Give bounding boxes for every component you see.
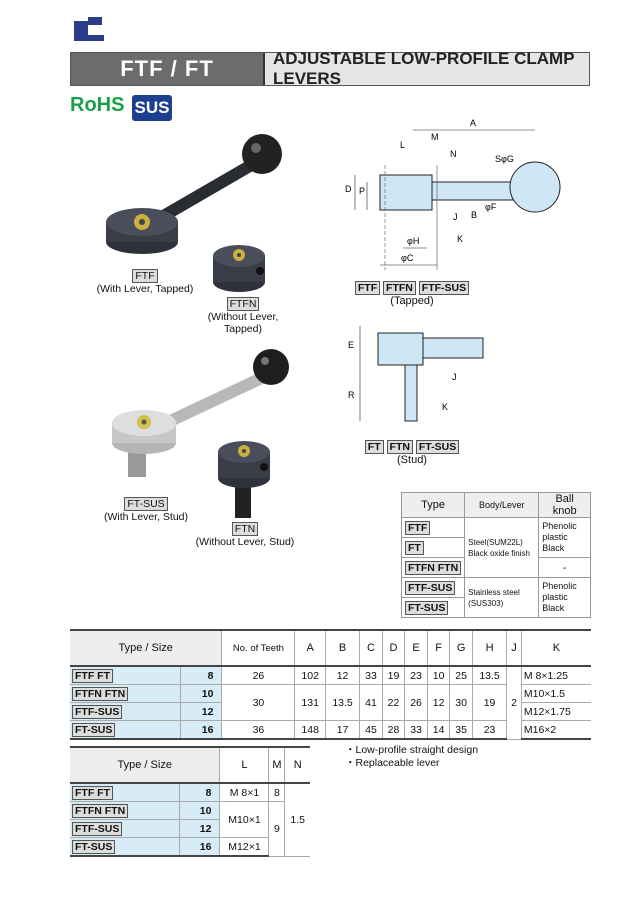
ftf-caption: FTF (With Lever, Tapped): [96, 269, 194, 295]
lmn-table: Type / Size L M N FTF FT 8 M 8×1 8 1.5 F…: [70, 746, 310, 857]
stud-dim-R: R: [348, 390, 355, 400]
dim-label-L: L: [400, 140, 405, 150]
dim-label-M: M: [431, 132, 439, 142]
material-table: Type Body/Lever Ball knob FTF Steel(SUM2…: [400, 492, 591, 618]
stud-caption: FT FTN FT-SUS (Stud): [352, 440, 472, 466]
dim-label-N: N: [450, 149, 457, 159]
table-row: FTFN FTN 10 M10×1 9: [70, 801, 310, 857]
stud-dim-J: J: [452, 372, 457, 382]
ftn-product-image: [218, 441, 270, 518]
dim-label-P: P: [359, 186, 365, 196]
note-item: ・Replaceable lever: [345, 757, 440, 769]
feature-notes: ・Low-profile straight design ・Replaceabl…: [345, 744, 478, 770]
ftfn-product-image: [213, 245, 265, 292]
ftfn-caption: FTFN (Without Lever, Tapped): [207, 297, 279, 335]
dim-label-D: D: [345, 184, 352, 194]
table-row: FTF-SUS 12 M12×1.75: [70, 702, 591, 721]
dim-label-K: K: [457, 234, 463, 244]
table-row: FTF FT 8 M 8×1 8 1.5: [70, 783, 310, 857]
note-item: ・Low-profile straight design: [345, 744, 479, 756]
dim-label-J: J: [453, 212, 458, 222]
ftn-caption: FTN (Without Lever, Stud): [195, 522, 295, 548]
dim-label-H: φH: [407, 236, 419, 246]
title-bar: FTF / FT ADJUSTABLE LOW-PROFILE CLAMP LE…: [70, 49, 590, 88]
ftf-product-image: [106, 134, 282, 254]
dim-label-C: φC: [401, 253, 414, 263]
ft-sus-product-image: [112, 349, 289, 477]
stud-dim-E: E: [348, 340, 354, 350]
dim-label-SG: SφG: [495, 154, 514, 164]
series-title: FTF / FT: [71, 53, 263, 85]
table-row: FTF-SUS 12: [70, 819, 310, 838]
product-title: ADJUSTABLE LOW-PROFILE CLAMP LEVERS: [263, 49, 589, 88]
stud-dimension-drawing: E R J K: [348, 326, 484, 422]
sus-badge: SUS: [132, 95, 172, 121]
dim-label-B: B: [471, 210, 477, 220]
ft-sus-caption: FT-SUS (With Lever, Stud): [103, 497, 189, 523]
table-row: FT-SUS 16 M12×1: [70, 837, 310, 857]
brand-logo: [74, 17, 104, 41]
stud-dim-K: K: [442, 402, 448, 412]
rohs-badge: RoHS: [70, 94, 125, 116]
tapped-caption: FTF FTFN FTF-SUS (Tapped): [352, 281, 472, 307]
dim-label-F: φF: [485, 202, 497, 212]
tapped-dimension-drawing: A M N L SφG D P J B φF φH φC K: [345, 118, 561, 270]
dim-label-A: A: [470, 118, 476, 128]
